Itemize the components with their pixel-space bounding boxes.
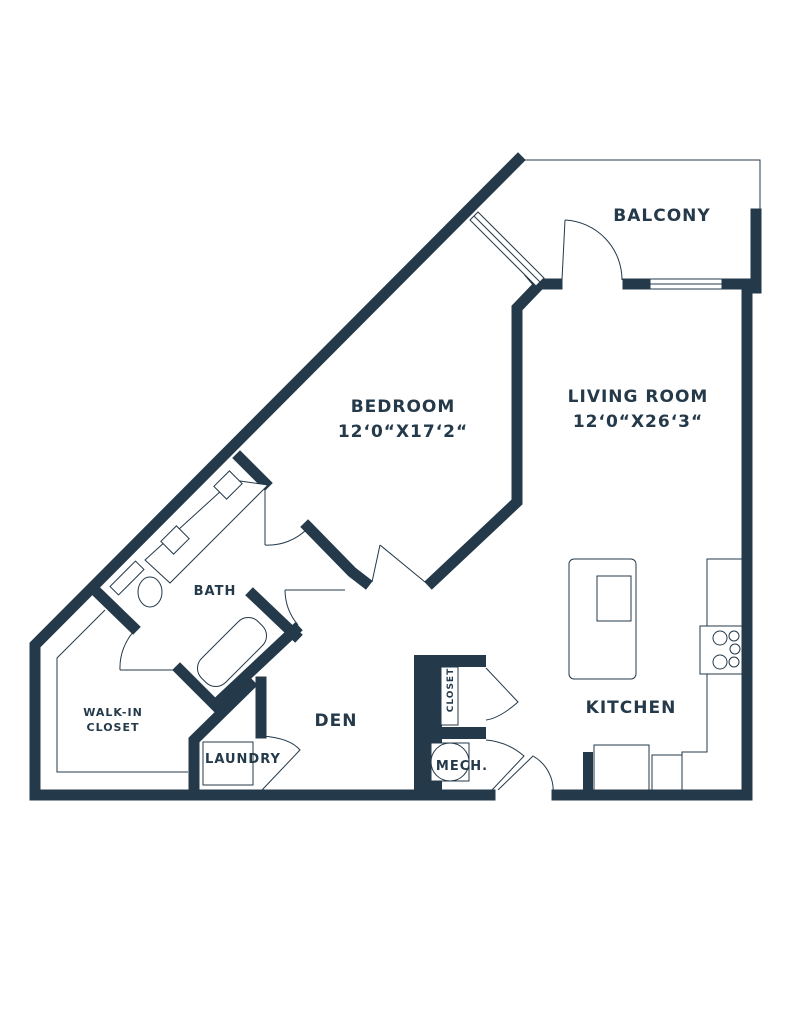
dishwasher [651, 754, 683, 791]
kitchen-sink [596, 575, 632, 622]
closet-shelf [440, 666, 459, 726]
bedroom-living-wall [424, 278, 563, 590]
balcony-door-swing [564, 219, 623, 281]
closet-label: CLOSET [446, 668, 456, 712]
closet-shelf [56, 609, 188, 773]
closet-door [485, 667, 519, 721]
closet-wall [92, 587, 141, 635]
laundry-wall [188, 677, 258, 801]
vanity [144, 479, 270, 584]
exterior-wall-east [551, 278, 753, 801]
bath-label: BATH [194, 584, 237, 599]
walk-in-closet-label: WALK-IN [83, 706, 143, 719]
refrigerator [593, 744, 650, 791]
stove-icon [699, 625, 743, 675]
living-room-label: LIVING ROOM [568, 387, 709, 407]
bedroom-size: 12‘0“X17‘2“ [338, 422, 468, 442]
bathtub-icon [196, 616, 268, 688]
living-room-size: 12‘0“X26‘3“ [573, 412, 703, 432]
tub-wall [172, 622, 303, 713]
exterior-wall-west [29, 152, 526, 801]
entry-door [497, 755, 554, 796]
balcony-label: BALCONY [613, 206, 710, 226]
laundry-door [261, 735, 301, 791]
kitchen-label: KITCHEN [586, 698, 677, 718]
bedroom-label: BEDROOM [351, 397, 456, 417]
bath-wall-north [232, 450, 273, 491]
bath-wall-east [245, 587, 303, 643]
washer-dryer [202, 741, 254, 786]
sink-icon [160, 525, 190, 555]
mech-door [485, 739, 525, 791]
balcony-railing [522, 159, 761, 212]
laundry-label: LAUNDRY [205, 752, 281, 767]
mech-label: MECH. [436, 759, 488, 774]
den-label: DEN [315, 711, 358, 731]
sink-icon [213, 470, 243, 500]
bedroom-wall-south [300, 519, 373, 590]
toilet-icon [137, 576, 163, 608]
bedroom-door [371, 544, 381, 583]
toilet-tank [109, 560, 145, 596]
balcony-door [561, 219, 566, 281]
walk-in-closet-label-2: CLOSET [87, 721, 140, 734]
